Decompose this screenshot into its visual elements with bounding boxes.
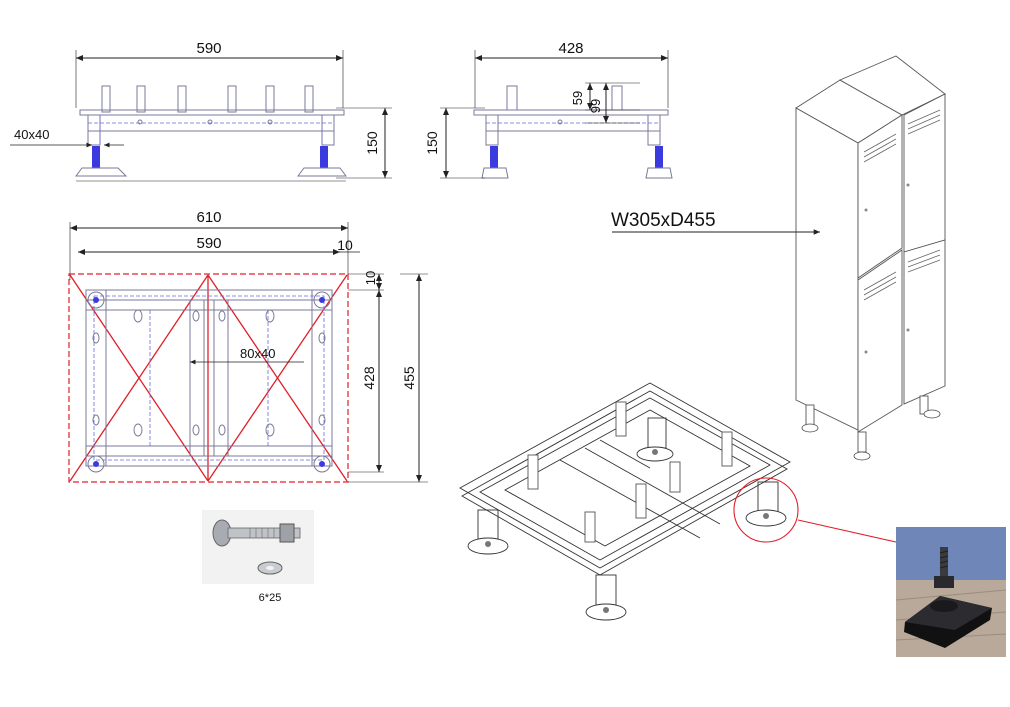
side-dim-59: 59 (570, 91, 585, 105)
plan-inner-depth-label: 428 (361, 366, 377, 390)
plan-inner-width-label: 590 (196, 235, 221, 252)
side-dim-99: 99 (588, 99, 603, 113)
plan-edge-right-label: 10 (337, 237, 353, 253)
adjustable-foot-photo (895, 527, 1007, 657)
side-view: 428 59 99 150 (424, 40, 673, 179)
side-height-label: 150 (424, 131, 440, 155)
plan-outer-outline (68, 273, 349, 483)
front-width-label: 590 (196, 40, 221, 57)
plan-edge-top-label: 10 (363, 271, 378, 285)
foot-bolt (490, 146, 498, 168)
locker-size-label: W305xD455 (611, 210, 716, 231)
foot-detail-circle (733, 477, 799, 543)
plan-outer-depth-label: 455 (401, 366, 417, 390)
plan-foot-markers (87, 291, 331, 473)
front-view: 590 40x40 (10, 40, 392, 182)
locker-illustration: W305xD455 (611, 55, 946, 461)
bolt-photo: 6*25 (202, 510, 314, 604)
foot-bolt (655, 146, 663, 168)
isometric-base-frame (459, 382, 897, 621)
foot-bolt (92, 146, 100, 168)
bolt-size-label: 6*25 (259, 592, 282, 604)
plan-view: 610 590 10 (68, 209, 428, 483)
beam-size-label: 80x40 (240, 346, 275, 361)
side-width-label: 428 (558, 40, 583, 57)
plan-outer-width-label: 610 (196, 209, 221, 226)
tube-size-label: 40x40 (14, 127, 49, 142)
front-height-label: 150 (364, 131, 380, 155)
foot-bolt (320, 146, 328, 168)
